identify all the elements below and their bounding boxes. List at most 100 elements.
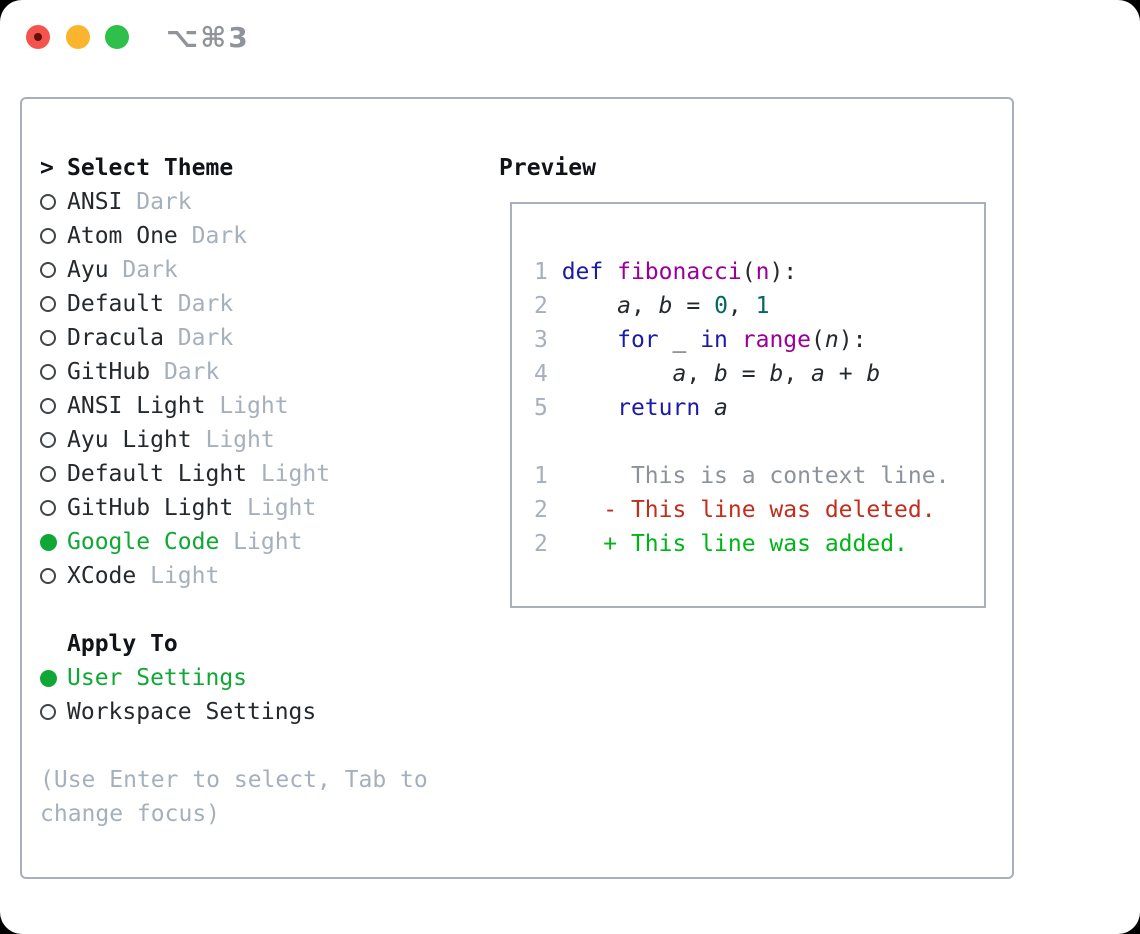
radio-icon (40, 500, 67, 516)
code-token: fibonacci (617, 259, 742, 285)
code-token (562, 361, 673, 387)
theme-variant: Light (219, 529, 303, 555)
theme-name: Google Code (67, 529, 220, 555)
theme-name: ANSI (67, 189, 123, 215)
line-number: 2 (534, 497, 604, 523)
close-button-icon[interactable] (26, 25, 50, 49)
theme-item[interactable]: Atom One Dark (40, 219, 490, 253)
code-token: ): (769, 259, 798, 285)
theme-variant: Light (233, 495, 317, 521)
radio-selected-icon (40, 533, 67, 551)
theme-name: GitHub Light (67, 495, 234, 521)
apply-option-label: User Settings (67, 665, 248, 691)
titlebar: ⌥⌘3 (0, 0, 1140, 75)
theme-variant: Dark (122, 189, 192, 215)
radio-icon (40, 364, 67, 380)
diff-text: This line was added. (630, 531, 908, 557)
code-token (562, 327, 617, 353)
apply-option[interactable]: User Settings (40, 661, 490, 695)
diff-line-context: 1 This is a context line. (534, 459, 984, 493)
code-token: ): (838, 327, 867, 353)
theme-item[interactable]: Ayu Light Light (40, 423, 490, 457)
code-token: , (686, 361, 715, 387)
radio-shape (40, 364, 56, 380)
code-token: b (866, 361, 881, 387)
radio-icon (40, 296, 67, 312)
theme-item[interactable]: Dracula Dark (40, 321, 490, 355)
spacer (40, 593, 490, 627)
radio-shape (40, 500, 56, 516)
minimize-button-icon[interactable] (66, 25, 90, 49)
radio-shape (40, 398, 56, 414)
line-number: 2 (534, 293, 562, 319)
select-theme-title: Select Theme (67, 155, 234, 181)
code-token: n (824, 327, 839, 353)
zoom-button-icon[interactable] (105, 25, 129, 49)
radio-shape (40, 704, 56, 720)
diff-text: This is a context line. (630, 463, 950, 489)
code-token: b (769, 361, 784, 387)
radio-shape (40, 296, 56, 312)
code-token: = (727, 361, 770, 387)
code-token: in (700, 327, 728, 353)
theme-item[interactable]: Ayu Dark (40, 253, 490, 287)
theme-variant: Dark (177, 223, 248, 249)
spacer (40, 729, 490, 763)
code-token: ( (741, 259, 756, 285)
apply-to-header: Apply To (40, 627, 490, 661)
code-token (728, 327, 742, 353)
code-line: 2 a, b = 0, 1 (534, 289, 984, 323)
theme-name: Ayu (67, 257, 109, 283)
diff-marker (603, 463, 631, 489)
code-token: , (727, 293, 756, 319)
theme-name: Atom One (67, 223, 178, 249)
radio-icon (40, 330, 67, 346)
code-line: 3 for _ in range(n): (534, 323, 984, 357)
code-token (700, 395, 714, 421)
code-token: def (561, 259, 604, 285)
radio-icon (40, 704, 67, 720)
radio-icon (40, 398, 67, 414)
theme-item[interactable]: Default Dark (40, 287, 490, 321)
radio-icon (40, 228, 67, 244)
code-token: a (811, 361, 825, 387)
theme-item[interactable]: Default Light Light (40, 457, 490, 491)
theme-variant: Light (205, 393, 289, 419)
line-number: 1 (534, 463, 604, 489)
radio-icon (40, 568, 67, 584)
diff-text: This line was deleted. (630, 497, 936, 523)
code-token: for (617, 327, 659, 353)
theme-variant: Dark (163, 291, 234, 317)
theme-variant: Light (191, 427, 275, 453)
code-token (562, 293, 617, 319)
code-token: 0 (714, 293, 728, 319)
theme-item[interactable]: Google Code Light (40, 525, 490, 559)
theme-name: Ayu Light (67, 427, 192, 453)
code-token: 1 (755, 293, 770, 319)
theme-name: Dracula (67, 325, 164, 351)
code-token: a (617, 293, 631, 319)
diff-line-added: 2 + This line was added. (534, 527, 984, 561)
theme-name: Default (67, 291, 164, 317)
unsaved-dot-icon (34, 33, 42, 41)
code-token: , (783, 361, 812, 387)
apply-option[interactable]: Workspace Settings (40, 695, 490, 729)
focus-prompt-icon: > (40, 155, 54, 181)
code-token: return (617, 395, 701, 421)
radio-selected-icon (40, 669, 67, 687)
theme-variant: Light (136, 563, 220, 589)
theme-item[interactable]: ANSI Light Light (40, 389, 490, 423)
line-number: 3 (534, 327, 562, 353)
theme-item[interactable]: GitHub Light Light (40, 491, 490, 525)
radio-shape (40, 568, 56, 584)
line-number: 1 (534, 259, 562, 285)
theme-item[interactable]: GitHub Dark (40, 355, 490, 389)
theme-item[interactable]: ANSI Dark (40, 185, 490, 219)
radio-shape (40, 262, 56, 278)
theme-item[interactable]: XCode Light (40, 559, 490, 593)
code-token: _ (658, 327, 701, 353)
